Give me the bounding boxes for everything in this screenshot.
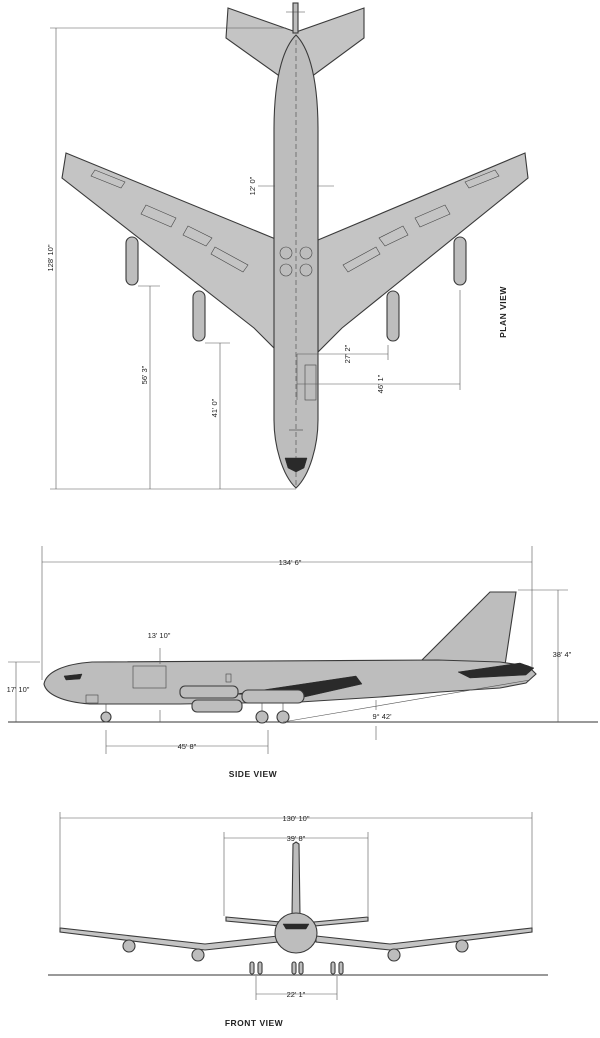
plan-dim-station-wrap: 56' 3"	[140, 365, 149, 384]
side-dim-ground-height: 17' 10"	[7, 685, 30, 694]
side-dim-fuselage-height: 13' 10"	[148, 631, 171, 640]
plan-dim-outer-wrap: 46' 1"	[376, 374, 385, 393]
side-dim-wheelbase: 45' 8"	[178, 742, 197, 751]
front-dim-tail-span: 39' 8"	[287, 834, 306, 843]
plan-dim-station: 56' 3"	[140, 365, 149, 384]
side-engines	[179, 685, 305, 713]
plan-tail-fin	[292, 2, 299, 34]
plan-dim-width: 12' 0"	[248, 176, 257, 195]
side-cargo-door	[132, 665, 167, 689]
plan-title-wrap: PLAN VIEW	[498, 286, 508, 338]
front-landing-gear	[249, 961, 344, 975]
plan-view-title: PLAN VIEW	[498, 286, 508, 338]
side-fuselage	[43, 659, 537, 705]
side-landing-gear	[100, 703, 290, 724]
plan-wing-flaps	[90, 169, 500, 273]
plan-dim-inner: 41' 0"	[210, 398, 219, 417]
front-vertical-fin	[291, 841, 301, 917]
front-right-wing	[315, 927, 533, 951]
front-engines	[122, 939, 469, 962]
plan-dim-length-wrap: 128' 10"	[46, 244, 55, 271]
plan-right-wing	[317, 152, 529, 354]
plan-dim-engine-wrap: 27' 2"	[343, 344, 352, 363]
plan-fuel-tanks	[279, 246, 313, 277]
side-dim-length: 134' 6"	[279, 558, 302, 567]
plan-dim-length: 128' 10"	[46, 244, 55, 271]
plan-view	[50, 2, 529, 490]
plan-dim-inner-engine: 27' 2"	[343, 344, 352, 363]
plan-dim-inner-wrap: 41' 0"	[210, 398, 219, 417]
plan-left-wing	[61, 152, 279, 354]
front-dim-track: 22' 1"	[287, 990, 306, 999]
side-view-title: SIDE VIEW	[229, 769, 278, 779]
side-vertical-fin	[416, 591, 517, 666]
side-dim-angle: 9° 42'	[372, 712, 392, 721]
plan-engines	[125, 236, 467, 342]
front-fuselage	[274, 912, 318, 954]
plan-dim-outer-engine: 46' 1"	[376, 374, 385, 393]
plan-dim-width-wrap: 12' 0"	[248, 176, 257, 195]
side-view	[8, 546, 598, 754]
side-dim-height: 38' 4"	[553, 650, 572, 659]
front-view-title: FRONT VIEW	[225, 1018, 284, 1028]
plan-fuselage	[273, 34, 319, 489]
front-left-wing	[59, 927, 279, 951]
front-dim-span: 130' 10"	[282, 814, 309, 823]
front-view	[48, 812, 548, 1000]
